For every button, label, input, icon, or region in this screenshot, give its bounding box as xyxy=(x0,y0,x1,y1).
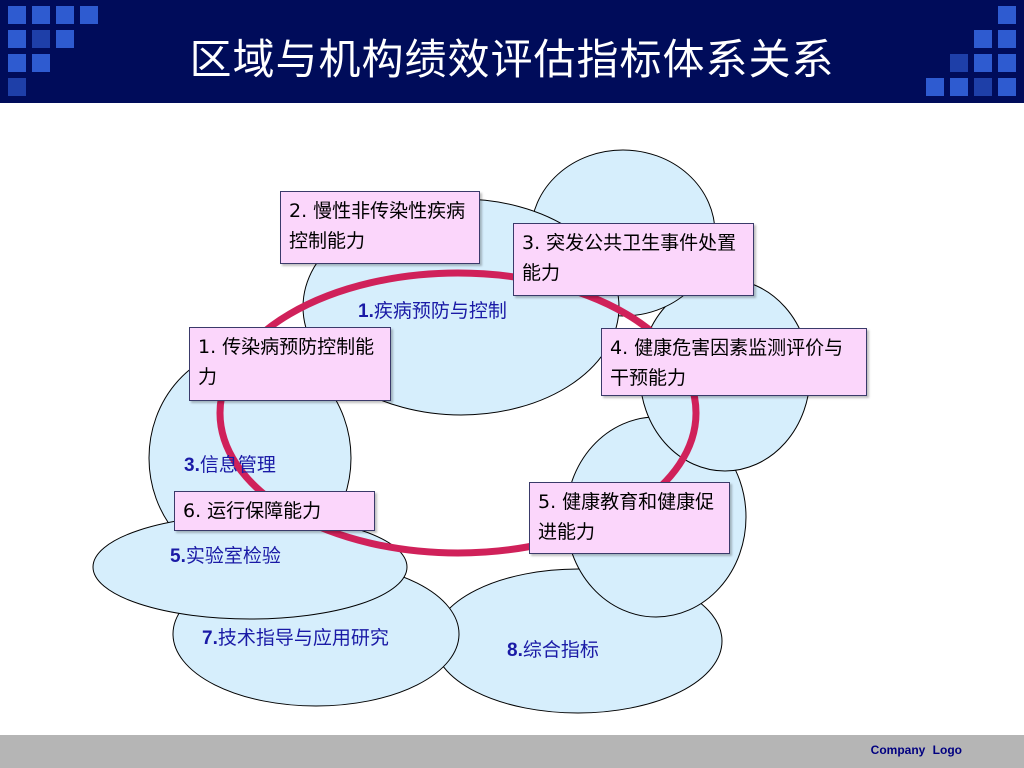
domain-label-5: 5.实验室检验 xyxy=(170,545,281,567)
company-logo: Company Logo xyxy=(870,743,962,757)
footer-bar: Company Logo xyxy=(0,735,1024,768)
decor-square xyxy=(8,30,26,48)
capability-box-6: 6. 运行保障能力 xyxy=(174,491,375,531)
decor-square xyxy=(80,6,98,24)
domain-label-3: 3.信息管理 xyxy=(184,454,276,476)
decor-square xyxy=(8,6,26,24)
decor-square xyxy=(974,30,992,48)
title-bar: 区域与机构绩效评估指标体系关系 xyxy=(0,0,1024,103)
decor-square xyxy=(998,6,1016,24)
decor-square xyxy=(950,78,968,96)
decor-square xyxy=(974,78,992,96)
capability-box-2: 2. 慢性非传染性疾病控制能力 xyxy=(280,191,480,264)
decor-square xyxy=(56,6,74,24)
decor-square xyxy=(998,78,1016,96)
domain-label-7: 7.技术指导与应用研究 xyxy=(202,627,389,649)
decor-square xyxy=(32,30,50,48)
decor-square xyxy=(8,54,26,72)
decor-square xyxy=(32,6,50,24)
decor-square xyxy=(8,78,26,96)
slide-title: 区域与机构绩效评估指标体系关系 xyxy=(189,35,835,84)
decor-square xyxy=(998,54,1016,72)
capability-box-3: 3. 突发公共卫生事件处置能力 xyxy=(513,223,754,296)
decor-square xyxy=(998,30,1016,48)
capability-box-5: 5. 健康教育和健康促进能力 xyxy=(529,482,730,554)
decor-square xyxy=(950,54,968,72)
domain-label-1: 1.疾病预防与控制 xyxy=(358,300,507,322)
capability-box-1: 1. 传染病预防控制能力 xyxy=(189,327,391,401)
domain-label-8: 8.综合指标 xyxy=(507,639,599,661)
capability-box-4: 4. 健康危害因素监测评价与干预能力 xyxy=(601,328,867,396)
decor-square xyxy=(926,78,944,96)
decor-square xyxy=(32,54,50,72)
relationship-diagram xyxy=(92,149,811,714)
decor-square xyxy=(974,54,992,72)
decor-square xyxy=(56,30,74,48)
capability-ring xyxy=(216,269,700,557)
